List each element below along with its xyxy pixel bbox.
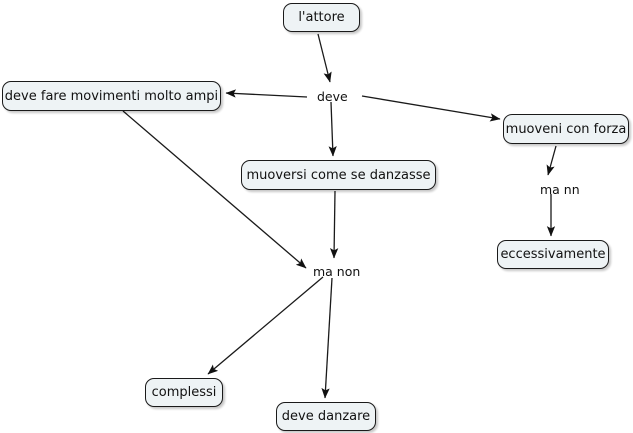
concept-node-complessi[interactable]: complessi xyxy=(145,378,223,407)
link-label-ma-nn[interactable]: ma nn xyxy=(540,182,580,197)
concept-node-eccessiv[interactable]: eccessivamente xyxy=(497,240,609,269)
concept-node-danzare[interactable]: deve danzare xyxy=(276,402,376,431)
edge-deve-to-danzasse xyxy=(328,101,337,157)
edge-attore-to-deve xyxy=(317,33,332,83)
link-label-ma-non[interactable]: ma non xyxy=(313,264,361,279)
edge-ma-non-to-danzare xyxy=(321,277,333,399)
link-label-deve[interactable]: deve xyxy=(317,89,348,104)
edge-deve-to-forza xyxy=(361,95,501,122)
concept-node-forza[interactable]: muoveni con forza xyxy=(503,114,629,144)
edge-deve-to-ampi xyxy=(225,89,308,98)
edge-danzasse-to-ma-non xyxy=(329,190,339,259)
concept-node-ampi[interactable]: deve fare movimenti molto ampi xyxy=(2,81,221,111)
concept-node-danzasse[interactable]: muoversi come se danzasse xyxy=(241,160,436,190)
edge-ma-non-to-complessi xyxy=(207,276,324,375)
concept-node-attore[interactable]: l'attore xyxy=(283,3,360,32)
edge-forza-to-ma-nn xyxy=(546,145,557,176)
